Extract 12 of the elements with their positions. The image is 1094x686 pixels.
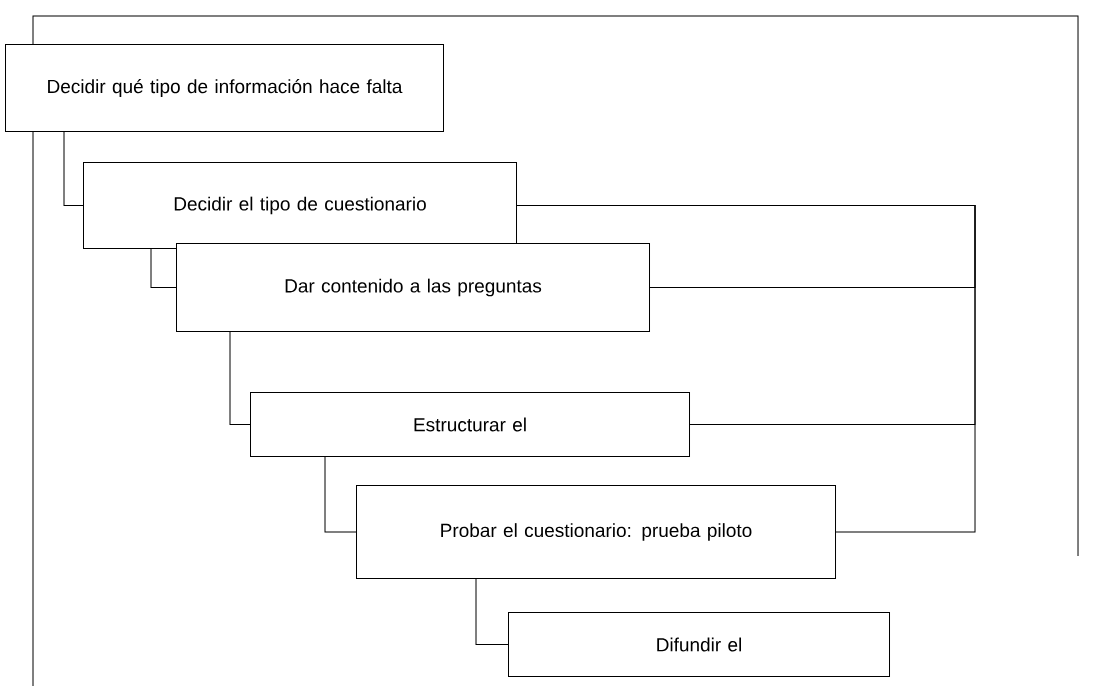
elbow-connector <box>150 248 177 288</box>
process-box: Decidir qué tipo de información hace falta <box>5 44 444 132</box>
feedback-line <box>516 205 976 533</box>
process-box: Decidir el tipo de cuestionario <box>83 162 517 249</box>
elbow-connector <box>475 578 509 645</box>
process-box: Difundir el <box>508 612 890 677</box>
process-box: Probar el cuestionario: prueba piloto <box>356 485 836 579</box>
process-box: Estructurar el <box>250 392 690 457</box>
process-box: Dar contenido a las preguntas <box>176 243 650 332</box>
elbow-connector <box>324 456 357 533</box>
elbow-connector <box>229 331 251 425</box>
elbow-connector <box>63 131 84 206</box>
